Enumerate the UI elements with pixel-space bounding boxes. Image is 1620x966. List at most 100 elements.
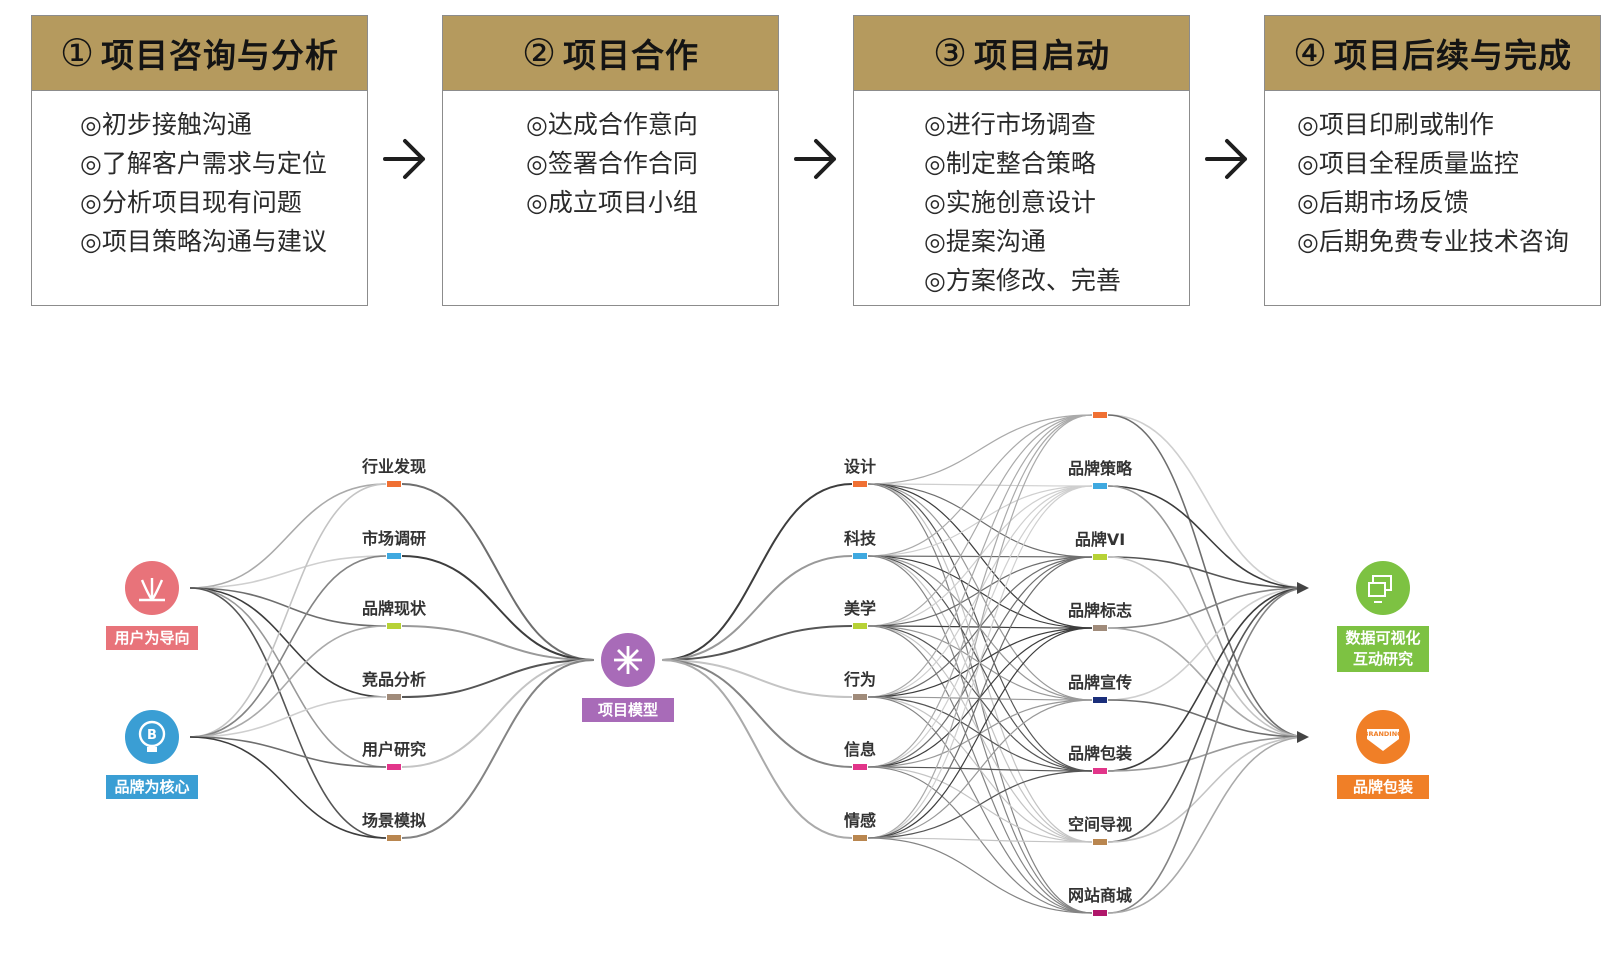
- flow-link: [867, 414, 1093, 627]
- svg-text:BRANDING: BRANDING: [1363, 730, 1402, 738]
- step-title: 项目后续与完成: [1334, 36, 1573, 75]
- step-item: ◎达成合作意向: [526, 110, 698, 139]
- step-item: ◎项目印刷或制作: [1297, 110, 1494, 139]
- flow-link: [1107, 736, 1308, 772]
- node-label: 场景模拟: [362, 811, 426, 830]
- node-marker: [1093, 554, 1107, 560]
- source-label: 用户为导向: [114, 629, 189, 647]
- step-item: ◎制定整合策略: [924, 149, 1096, 178]
- node-marker: [387, 835, 401, 841]
- flow-link: [189, 555, 387, 589]
- flow-link: [189, 587, 387, 839]
- node-marker: [387, 623, 401, 629]
- node-marker: [853, 835, 867, 841]
- flow-link: [189, 625, 387, 738]
- flow-link: [1107, 414, 1308, 589]
- flow-link: [189, 555, 387, 738]
- flow-link: [189, 483, 387, 589]
- flow-link: [1107, 627, 1308, 738]
- flow-link: [867, 414, 1093, 485]
- flow-link: [401, 659, 595, 768]
- screens-icon: [1368, 575, 1392, 603]
- flow-link: [867, 837, 1093, 843]
- arrowhead-icon: [1297, 731, 1309, 743]
- flow-nodes: 行业发现市场调研品牌现状竞品分析用户研究场景模拟设计科技美学行为信息情感品牌策略…: [106, 412, 1429, 916]
- node-label: 竞品分析: [362, 670, 426, 689]
- node-label: 品牌包装: [1068, 744, 1132, 763]
- flow-link: [401, 555, 595, 661]
- step-title: 项目启动: [974, 36, 1111, 75]
- step-item: ◎后期免费专业技术咨询: [1297, 227, 1569, 256]
- step-item: ◎成立项目小组: [526, 188, 698, 217]
- flow-link: [867, 837, 1093, 914]
- node-label: 设计: [844, 457, 876, 476]
- step-items: ◎项目印刷或制作◎项目全程质量监控◎后期市场反馈◎后期免费专业技术咨询: [1265, 91, 1600, 261]
- node-marker: [1093, 839, 1107, 845]
- node-marker: [853, 694, 867, 700]
- flow-link: [189, 736, 387, 768]
- flow-link: [1107, 587, 1308, 772]
- node-marker: [853, 553, 867, 559]
- node-label: 品牌宣传: [1068, 673, 1132, 692]
- node-label: 美学: [844, 599, 876, 618]
- output-label: 品牌包装: [1353, 778, 1414, 796]
- flow-link: [1107, 587, 1308, 843]
- output-tag: [1337, 626, 1429, 672]
- flow-links: [189, 414, 1308, 914]
- flow-link: [189, 696, 387, 738]
- output-label: 数据可视化: [1345, 629, 1420, 647]
- node-label: 品牌现状: [362, 599, 427, 618]
- node-marker: [387, 694, 401, 700]
- flow-link: [189, 587, 387, 768]
- flow-link: [401, 659, 595, 698]
- node-label: 网站商城: [1068, 886, 1132, 905]
- step-number: ①: [59, 31, 96, 75]
- step-item: ◎了解客户需求与定位: [80, 149, 327, 178]
- flow-link: [189, 736, 387, 839]
- node-marker: [387, 553, 401, 559]
- flow-link: [1107, 556, 1308, 738]
- source-label: 品牌为核心: [114, 778, 189, 796]
- flow-link: [1107, 587, 1308, 914]
- step-item: ◎分析项目现有问题: [80, 188, 302, 217]
- flow-link: [661, 625, 853, 661]
- flow-link: [867, 414, 1093, 698]
- flow-link: [867, 556, 1093, 839]
- node-marker: [1093, 910, 1107, 916]
- step-title: 项目咨询与分析: [101, 36, 340, 75]
- snowflake-icon: [614, 646, 642, 674]
- flow-link: [1107, 699, 1308, 738]
- fountain-icon: [139, 578, 165, 602]
- node-marker: [853, 623, 867, 629]
- source-node: [125, 710, 179, 764]
- node-marker: [387, 764, 401, 770]
- output-label: 互动研究: [1353, 650, 1413, 668]
- node-label: 品牌VI: [1075, 530, 1125, 549]
- flow-link: [189, 483, 387, 738]
- node-label: 行业发现: [361, 457, 426, 476]
- step-item: ◎方案修改、完善: [924, 266, 1121, 295]
- step-item: ◎实施创意设计: [924, 188, 1096, 217]
- svg-text:B: B: [147, 728, 157, 743]
- flow-link: [189, 587, 387, 627]
- node-marker: [1093, 697, 1107, 703]
- source-tag: [106, 626, 198, 650]
- service-flow-diagram: 行业发现市场调研品牌现状竞品分析用户研究场景模拟设计科技美学行为信息情感品牌策略…: [106, 412, 1429, 916]
- step-item: ◎提案沟通: [924, 227, 1046, 256]
- output-tag: [1337, 775, 1429, 799]
- flow-link: [661, 659, 853, 839]
- arrowhead-icon: [1297, 582, 1309, 594]
- node-label: 用户研究: [362, 740, 426, 759]
- flow-link: [867, 414, 1093, 557]
- node-label: 市场调研: [362, 529, 426, 548]
- flow-link: [1107, 485, 1308, 589]
- center-tag: [582, 698, 674, 722]
- node-label: 科技: [844, 529, 877, 548]
- flow-link: [867, 770, 1093, 839]
- arrow-right-icon: [794, 139, 836, 179]
- flow-link: [661, 659, 853, 768]
